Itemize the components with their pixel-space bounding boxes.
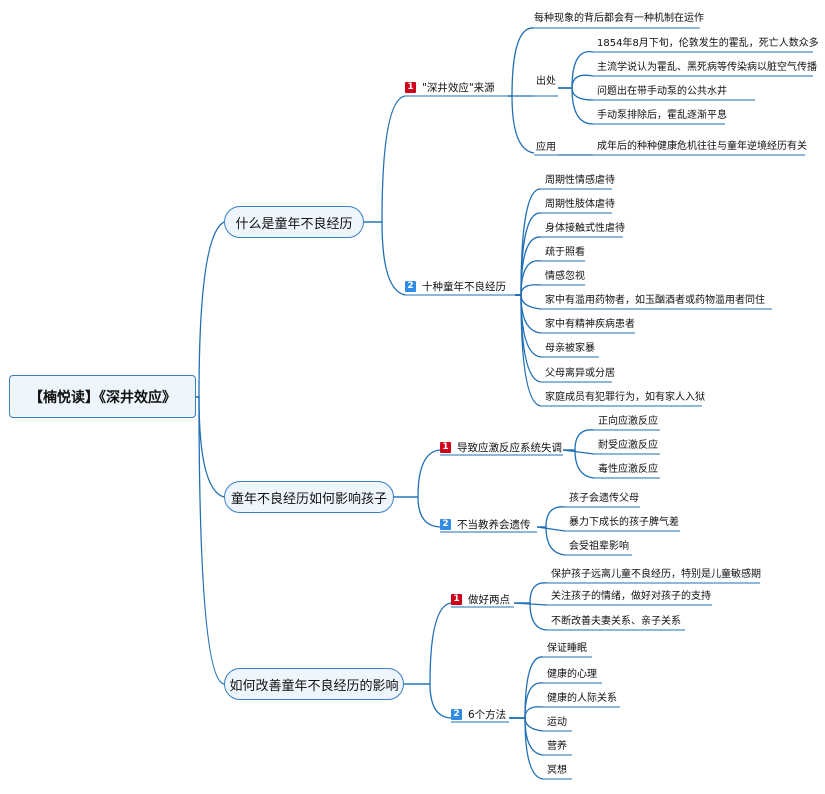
priority-1-badge: 1 <box>451 593 462 605</box>
list-item[interactable]: 耐受应激反应 <box>598 440 658 451</box>
subtopic-two-points[interactable]: 1 做好两点 <box>451 591 510 607</box>
list-item[interactable]: 成年后的种种健康危机往往与童年逆境经历有关 <box>597 141 807 152</box>
list-item[interactable]: 家庭成员有犯罪行为，如有家人入狱 <box>545 392 705 403</box>
list-item[interactable]: 情感忽视 <box>545 271 585 282</box>
list-item[interactable]: 冥想 <box>547 765 567 776</box>
subtopic-six-methods[interactable]: 2 6个方法 <box>451 706 506 722</box>
list-item[interactable]: 健康的人际关系 <box>547 693 617 704</box>
subtopic-label: 做好两点 <box>468 593 510 606</box>
subtopic-label: 导致应激反应系统失调 <box>457 441 562 454</box>
list-item[interactable]: 家中有精神疾病患者 <box>545 319 635 330</box>
priority-1-badge: 1 <box>405 81 416 93</box>
list-item[interactable]: 暴力下成长的孩子脾气差 <box>569 517 679 528</box>
list-item[interactable]: 家中有滥用药物者，如玉酗酒者或药物滥用者同住 <box>545 295 765 306</box>
list-item[interactable]: 疏于照看 <box>545 247 585 258</box>
list-item[interactable]: 保证睡眠 <box>547 643 587 654</box>
list-item[interactable]: 周期性肢体虐待 <box>545 199 615 210</box>
list-item[interactable]: 母亲被家暴 <box>545 343 595 354</box>
priority-2-badge: 2 <box>405 280 416 292</box>
list-item[interactable]: 会受祖辈影响 <box>569 541 629 552</box>
list-item[interactable]: 身体接触式性虐待 <box>545 223 625 234</box>
list-item[interactable]: 关注孩子的情绪，做好对孩子的支持 <box>551 591 711 602</box>
list-item[interactable]: 毒性应激反应 <box>598 464 658 475</box>
branch-application[interactable]: 应用 <box>536 142 556 153</box>
subtopic-deep-well-origin[interactable]: 1 "深井效应"来源 <box>405 79 495 95</box>
list-item[interactable]: 手动泵排除后，霍乱逐渐平息 <box>597 110 727 121</box>
topic-what-is-aces[interactable]: 什么是童年不良经历 <box>224 206 364 238</box>
list-item[interactable]: 运动 <box>547 717 567 728</box>
subtopic-label: "深井效应"来源 <box>422 81 495 94</box>
list-item[interactable]: 健康的心理 <box>547 669 597 680</box>
priority-2-badge: 2 <box>451 708 462 720</box>
topic-how-to-improve[interactable]: 如何改善童年不良经历的影响 <box>224 668 404 700</box>
list-item[interactable]: 不断改善夫妻关系、亲子关系 <box>551 616 681 627</box>
subtopic-parenting-inherited[interactable]: 2 不当教养会遗传 <box>440 516 531 532</box>
list-item[interactable]: 正向应激反应 <box>598 416 658 427</box>
subtopic-label: 不当教养会遗传 <box>457 518 531 531</box>
subtopic-ten-aces[interactable]: 2 十种童年不良经历 <box>405 278 506 294</box>
list-item[interactable]: 孩子会遗传父母 <box>569 493 639 504</box>
priority-1-badge: 1 <box>440 441 451 453</box>
list-item[interactable]: 每种现象的背后都会有一种机制在运作 <box>534 13 704 24</box>
root-node[interactable]: 【楠悦读】《深井效应》 <box>9 375 196 418</box>
list-item[interactable]: 问题出在带手动泵的公共水井 <box>597 86 727 97</box>
branch-origin[interactable]: 出处 <box>536 76 556 87</box>
subtopic-label: 6个方法 <box>468 708 507 721</box>
list-item[interactable]: 父母离异或分居 <box>545 368 615 379</box>
list-item[interactable]: 周期性情感虐待 <box>545 175 615 186</box>
list-item[interactable]: 1854年8月下旬，伦敦发生的霍乱，死亡人数众多 <box>597 38 819 49</box>
list-item[interactable]: 保护孩子远离儿童不良经历，特别是儿童敏感期 <box>551 569 761 580</box>
list-item[interactable]: 营养 <box>547 741 567 752</box>
list-item[interactable]: 主流学说认为霍乱、黑死病等传染病以脏空气传播 <box>597 62 817 73</box>
topic-how-affects-children[interactable]: 童年不良经历如何影响孩子 <box>224 481 394 513</box>
priority-2-badge: 2 <box>440 518 451 530</box>
subtopic-label: 十种童年不良经历 <box>422 280 506 293</box>
subtopic-stress-response[interactable]: 1 导致应激反应系统失调 <box>440 439 562 455</box>
